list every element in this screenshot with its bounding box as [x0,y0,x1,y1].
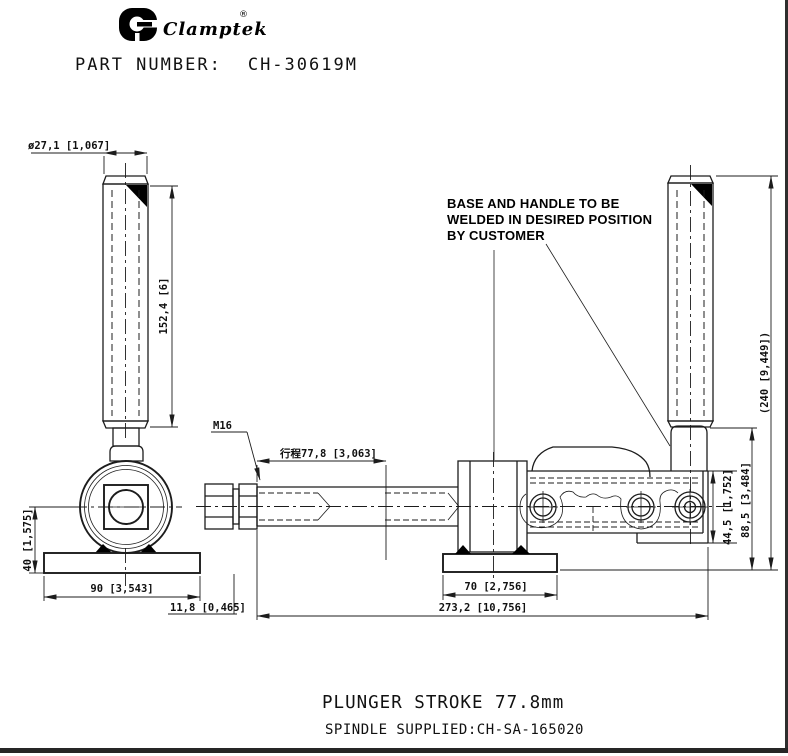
sheet-border-bottom [0,748,788,753]
side-base [442,553,558,573]
front-dimensions: ø27,1 [1,067] 152,4 [6] 40 [1,575] 90 [3… [22,140,246,615]
spindle [196,483,734,530]
dim-stroke: 行程77,8 [3,063] [279,447,377,460]
dim-thread: M16 [213,420,232,432]
part-number-line: PART NUMBER: CH-30619M [75,55,358,75]
front-view [43,163,201,586]
dim-overall-height: (240 [9,449]) [759,332,771,414]
sheet-border-right [785,0,788,753]
weld-mark [512,545,530,554]
dim-base-offset: 11,8 [0,465] [170,602,246,614]
front-collar [109,445,144,462]
guide-block [457,452,528,580]
spindle-supplied-note: SPINDLE SUPPLIED:CH-SA-165020 [325,722,584,738]
weld-mark [455,545,471,554]
rail-holes [528,489,708,525]
front-neck [112,427,140,447]
brand-name: Clamptek [163,19,268,40]
lever-arm [519,446,679,530]
side-dimensions: 44,5 [1,752] 88,5 [3,484] (240 [9,449]) … [256,175,778,620]
front-handle [102,163,149,442]
dim-overall-length: 273,2 [10,756] [439,602,528,614]
logo-g-glyph [119,8,158,42]
weld-note-line-2: WELDED IN DESIRED POSITION [447,212,653,227]
side-view [442,165,715,580]
handle-grip-mark [691,184,712,206]
side-handle [666,165,715,545]
part-number-value: CH-30619M [247,55,358,75]
dim-handle-diameter: ø27,1 [1,067] [28,140,110,152]
dim-base-width: 90 [3,543] [90,583,153,595]
weld-note-line-3: BY CUSTOMER [447,228,545,243]
weld-note: BASE AND HANDLE TO BE WELDED IN DESIRED … [447,196,652,244]
note-leader [545,243,671,447]
registered-mark: ® [239,10,248,20]
clamptek-logo-icon [118,7,162,44]
dim-handle-length: 152,4 [6] [158,278,170,335]
weld-mark [95,544,112,553]
dim-body-height: 88,5 [3,484] [740,462,752,538]
plunger-stroke-note: PLUNGER STROKE 77.8mm [322,693,565,713]
rail [527,470,709,544]
weld-mark [140,544,157,553]
front-base [43,552,201,574]
dim-rail-height: 44,5 [1,752] [722,469,734,545]
stroke-dimension: 行程77,8 [3,063] [256,447,387,560]
front-round-body [72,460,182,554]
dim-base2-width: 70 [2,756] [464,581,527,593]
handle-grip-mark [126,185,147,207]
weld-note-line-1: BASE AND HANDLE TO BE [447,196,620,211]
handle-stem [670,425,708,471]
dim-base-height: 40 [1,575] [22,508,34,571]
part-number-label: PART NUMBER: [75,55,222,75]
thread-callout: M16 [211,420,261,481]
